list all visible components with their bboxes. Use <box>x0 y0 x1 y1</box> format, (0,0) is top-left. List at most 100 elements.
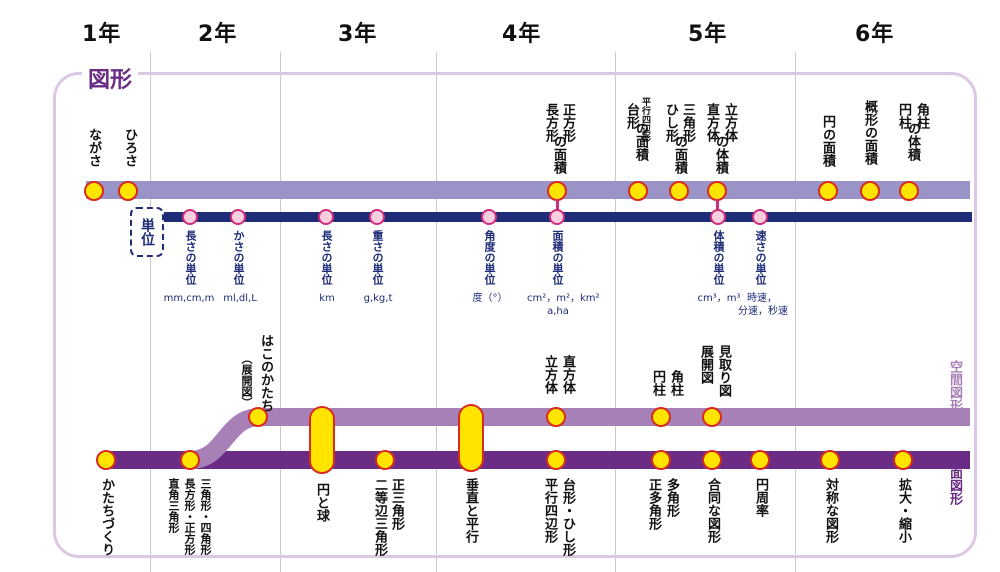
label-circle-sphere: 円と球 <box>314 483 329 522</box>
grade-1-header: 1年 <box>82 22 122 47</box>
station-area-circle[interactable] <box>818 181 838 201</box>
unit-measure-km: km <box>319 293 335 304</box>
station-perpendicular-parallel[interactable] <box>458 404 484 472</box>
label-rect-square: 長方形・正方形 <box>183 478 196 555</box>
label-no-taiseki: の体積 <box>905 122 920 161</box>
label-rippotai: 立方体 <box>722 103 737 142</box>
station-congruent[interactable] <box>702 450 722 470</box>
label-rectangle: 長方形 <box>543 103 558 142</box>
label-kakuchu: 角柱 <box>914 103 929 129</box>
grade-divider <box>795 52 796 572</box>
label-daikei: 台形 <box>624 103 639 129</box>
label-parallelogram: 平行四辺形 <box>542 478 557 543</box>
label-no-menseki: の面積 <box>672 135 687 174</box>
station-area-rect[interactable] <box>547 181 567 201</box>
label-no-taiseki: の体積 <box>713 135 728 174</box>
label-hishigata: ひし形 <box>663 103 678 142</box>
unit-measure-angle: 度（°） <box>472 293 508 304</box>
station-area-triangle[interactable] <box>669 181 689 201</box>
space-figure-line <box>255 408 970 426</box>
unit-measure-area: cm²，m²，km² <box>527 293 600 304</box>
unit-station-speed[interactable] <box>752 209 768 225</box>
label-triangle-quad: 三角形・四角形 <box>199 478 212 555</box>
label-square: 正方形 <box>560 103 575 142</box>
unit-station-length[interactable] <box>182 209 198 225</box>
label-congruent: 合同な図形 <box>705 478 720 543</box>
unit-label-length: 長さの単位 <box>184 230 197 285</box>
grade-6-header: 6年 <box>855 22 895 47</box>
line-connector <box>716 199 719 212</box>
station-symmetry[interactable] <box>820 450 840 470</box>
label-polygon: 多角形 <box>664 478 679 517</box>
station-equilateral[interactable] <box>375 450 395 470</box>
unit-line <box>160 212 972 222</box>
station-sketch-space[interactable] <box>702 407 722 427</box>
station-circle-sphere[interactable] <box>309 406 335 474</box>
unit-station-area[interactable] <box>549 209 565 225</box>
unit-measure-volume: cm³，m³ <box>697 293 741 304</box>
label-en-no-menseki: 円の面積 <box>820 115 835 167</box>
station-parallelogram[interactable] <box>546 450 566 470</box>
label-enchu-space: 円柱 <box>650 370 665 396</box>
label-hirosa: ひろさ <box>122 128 137 167</box>
unit-measure-speed-2: 分速，秒速 <box>738 306 788 317</box>
line-connector <box>556 199 559 212</box>
grade-divider <box>436 52 437 572</box>
label-mitorizu: 見取り図 <box>716 345 731 397</box>
measurement-line <box>86 181 970 199</box>
unit-label-volume: 体積の単位 <box>712 230 725 285</box>
unit-label-length-km: 長さの単位 <box>320 230 333 285</box>
label-trapezoid-rhombus: 台形・ひし形 <box>560 478 575 556</box>
unit-label-volume-liquid: かさの単位 <box>232 230 245 285</box>
station-area-approx[interactable] <box>860 181 880 201</box>
unit-station-volume-liquid[interactable] <box>230 209 246 225</box>
unit-label-speed: 速さの単位 <box>754 230 767 285</box>
grade-divider <box>150 52 151 572</box>
section-title: 図形 <box>82 62 139 94</box>
label-tenkaizu: 展開図 <box>698 345 713 384</box>
label-chokuhotai: 直方体 <box>704 103 719 142</box>
label-gaikei-no-menseki: 概形の面積 <box>862 100 877 165</box>
grade-divider <box>615 52 616 572</box>
unit-station-length-km[interactable] <box>318 209 334 225</box>
label-enchu: 円柱 <box>896 103 911 129</box>
station-polygon[interactable] <box>651 450 671 470</box>
label-kakuchu-space: 角柱 <box>668 370 683 396</box>
station-nagasa[interactable] <box>84 181 104 201</box>
grade-5-header: 5年 <box>688 22 728 47</box>
unit-station-weight[interactable] <box>369 209 385 225</box>
side-label-space: 空間図形 <box>947 360 962 412</box>
label-heikoshihenkei: 平行四辺形 <box>640 97 650 142</box>
station-scale[interactable] <box>893 450 913 470</box>
station-hirosa[interactable] <box>118 181 138 201</box>
label-equilateral: 正三角形 <box>389 478 404 530</box>
label-perpendicular-parallel: 垂直と平行 <box>463 478 478 543</box>
station-hako[interactable] <box>248 407 268 427</box>
unit-measure-speed: 時速， <box>747 293 777 304</box>
label-right-triangle: 直角三角形 <box>167 478 180 533</box>
unit-label-area: 面積の単位 <box>551 230 564 285</box>
unit-measure-weight: g,kg,t <box>363 293 393 304</box>
side-label-plane: 平面図形 <box>947 453 962 505</box>
station-pi[interactable] <box>750 450 770 470</box>
station-volume-cuboid[interactable] <box>707 181 727 201</box>
grade-divider <box>280 52 281 572</box>
label-tenkaizu-paren: （展開図） <box>240 353 253 408</box>
station-volume-prism[interactable] <box>899 181 919 201</box>
station-area-trapezoid[interactable] <box>628 181 648 201</box>
station-cylinder-space[interactable] <box>651 407 671 427</box>
unit-station-angle[interactable] <box>481 209 497 225</box>
grade-3-header: 3年 <box>338 22 378 47</box>
label-nagasa: ながさ <box>86 128 101 167</box>
grade-2-header: 2年 <box>198 22 238 47</box>
unit-station-volume[interactable] <box>710 209 726 225</box>
label-symmetry: 対称な図形 <box>823 478 838 543</box>
station-cuboid-space[interactable] <box>546 407 566 427</box>
unit-measure-length: mm,cm,m <box>163 293 215 304</box>
label-katachizukuri: かたちづくり <box>99 478 114 556</box>
unit-label-angle: 角度の単位 <box>483 230 496 285</box>
station-katachizukuri[interactable] <box>96 450 116 470</box>
label-sankakukei: 三角形 <box>680 103 695 142</box>
label-chokuhotai-space: 直方体 <box>560 355 575 394</box>
station-triangle-quad[interactable] <box>180 450 200 470</box>
